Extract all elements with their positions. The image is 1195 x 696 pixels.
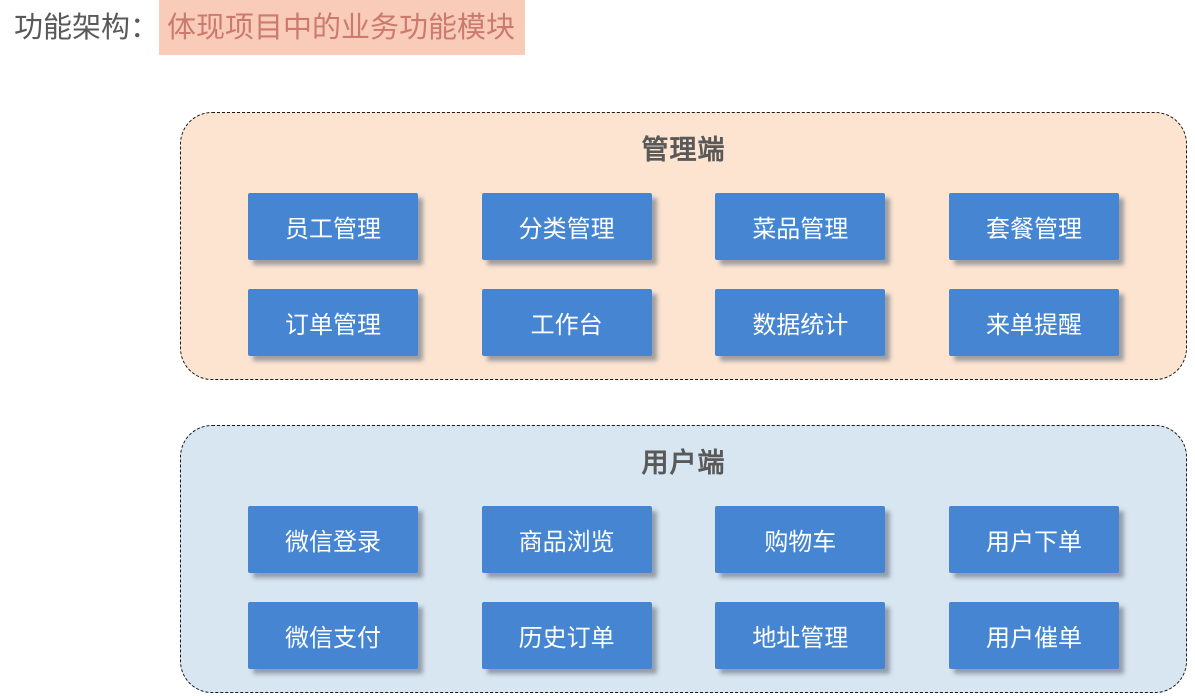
user-panel: 用户端 微信登录 商品浏览 购物车 用户下单 微信支付 历史订单 地址管理 用户… [180,425,1187,693]
module-setmeal-management[interactable]: 套餐管理 [948,193,1119,260]
module-workbench[interactable]: 工作台 [481,289,652,356]
module-order-history[interactable]: 历史订单 [481,602,652,669]
module-wechat-payment[interactable]: 微信支付 [248,602,418,669]
module-wechat-login[interactable]: 微信登录 [248,506,418,573]
module-user-urge-order[interactable]: 用户催单 [948,602,1119,669]
admin-panel-title: 管理端 [641,135,726,165]
module-order-management[interactable]: 订单管理 [248,289,418,356]
title-prefix: 功能架构： [14,12,160,44]
module-order-reminder[interactable]: 来单提醒 [948,289,1119,356]
user-row-1: 微信登录 商品浏览 购物车 用户下单 [248,506,1119,573]
module-address-management[interactable]: 地址管理 [715,602,886,669]
module-user-order[interactable]: 用户下单 [948,506,1119,573]
module-employee-management[interactable]: 员工管理 [248,193,418,260]
user-panel-title: 用户端 [641,448,726,478]
admin-row-2: 订单管理 工作台 数据统计 来单提醒 [248,289,1119,356]
module-data-statistics[interactable]: 数据统计 [715,289,886,356]
admin-row-1: 员工管理 分类管理 菜品管理 套餐管理 [248,193,1119,260]
title-highlight: 体现项目中的业务功能模块 [159,0,526,55]
admin-panel: 管理端 员工管理 分类管理 菜品管理 套餐管理 订单管理 工作台 数据统计 来单… [180,112,1187,380]
module-category-management[interactable]: 分类管理 [481,193,652,260]
module-shopping-cart[interactable]: 购物车 [715,506,886,573]
module-product-browsing[interactable]: 商品浏览 [481,506,652,573]
page-title: 功能架构：体现项目中的业务功能模块 [14,0,526,55]
module-dish-management[interactable]: 菜品管理 [715,193,886,260]
user-row-2: 微信支付 历史订单 地址管理 用户催单 [248,602,1119,669]
